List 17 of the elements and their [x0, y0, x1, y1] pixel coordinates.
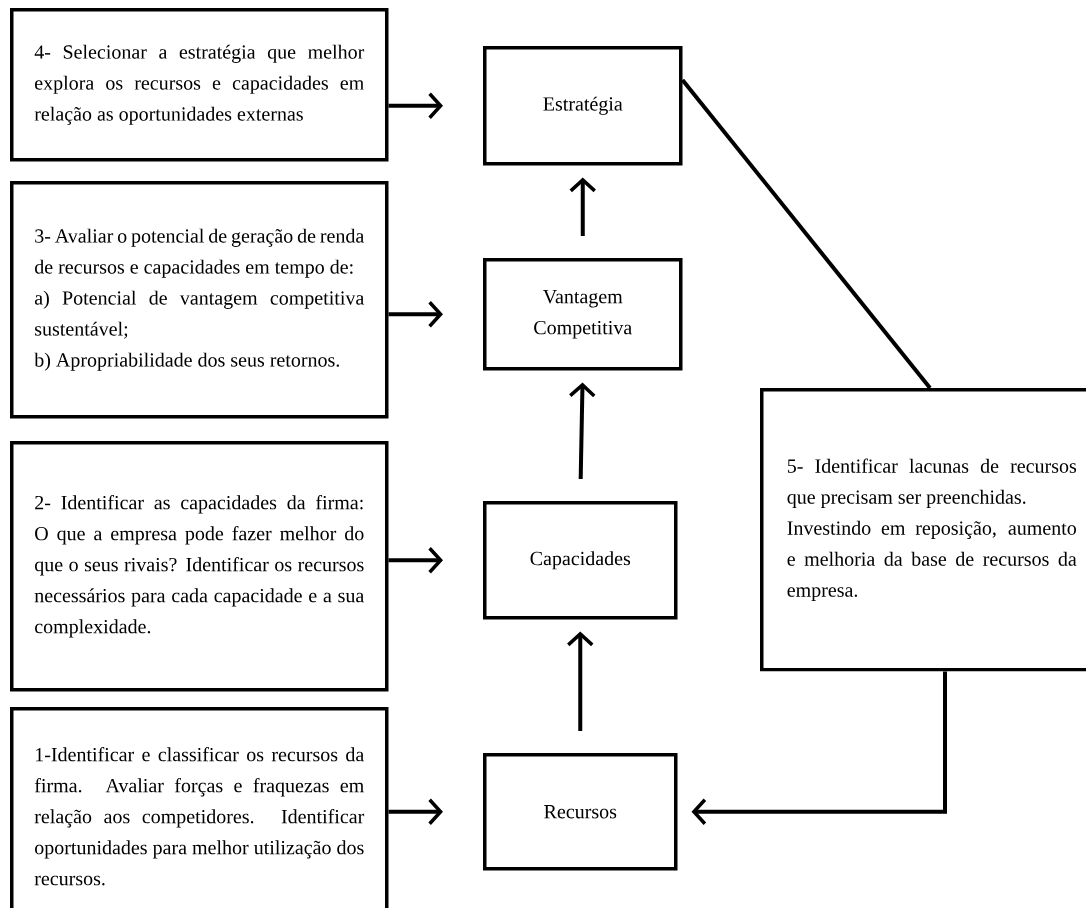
step-box: 2- Identificar as capacidades da firma: O que a empresa pode fazer melhor do que o seus rivais? Identificar os recursos necessários para cada capacidade e a sua complexidade. — [10, 441, 389, 692]
step-box: 4- Selecionar a estratégia que melhor explora os recursos e capacidades em relação as oportunidades externas — [10, 8, 389, 162]
arrow — [388, 301, 443, 328]
step-box: 1-Identificar e classificar os recursos da firma. Avaliar forças e fraquezas em relação aos competidores. Identificar oportunidades para melhor utilização dos recursos. — [10, 707, 389, 908]
stage-box: Capacidades — [483, 501, 678, 620]
arrow — [691, 671, 947, 825]
step-box: 3- Avaliar o potencial de geração de renda de recursos e capacidades em tempo de: a) Potencial de vantagem competitiva sustentável; b) Apropriabilidade dos seus retornos. — [10, 181, 389, 419]
arrow — [569, 177, 596, 236]
arrow — [567, 631, 594, 731]
stage-box: Vantagem Competitiva — [483, 258, 683, 371]
stage-box: Recursos — [483, 753, 678, 871]
arrow — [388, 92, 443, 119]
arrow — [388, 798, 443, 825]
stage-box: Estratégia — [483, 46, 683, 166]
arrow — [569, 382, 596, 480]
arrow — [388, 547, 443, 574]
step-box: 5- Identificar lacunas de recursos que precisam ser preenchidas. Investindo em reposição, aumento e melhoria da base de recursos da empresa. — [760, 388, 1086, 672]
